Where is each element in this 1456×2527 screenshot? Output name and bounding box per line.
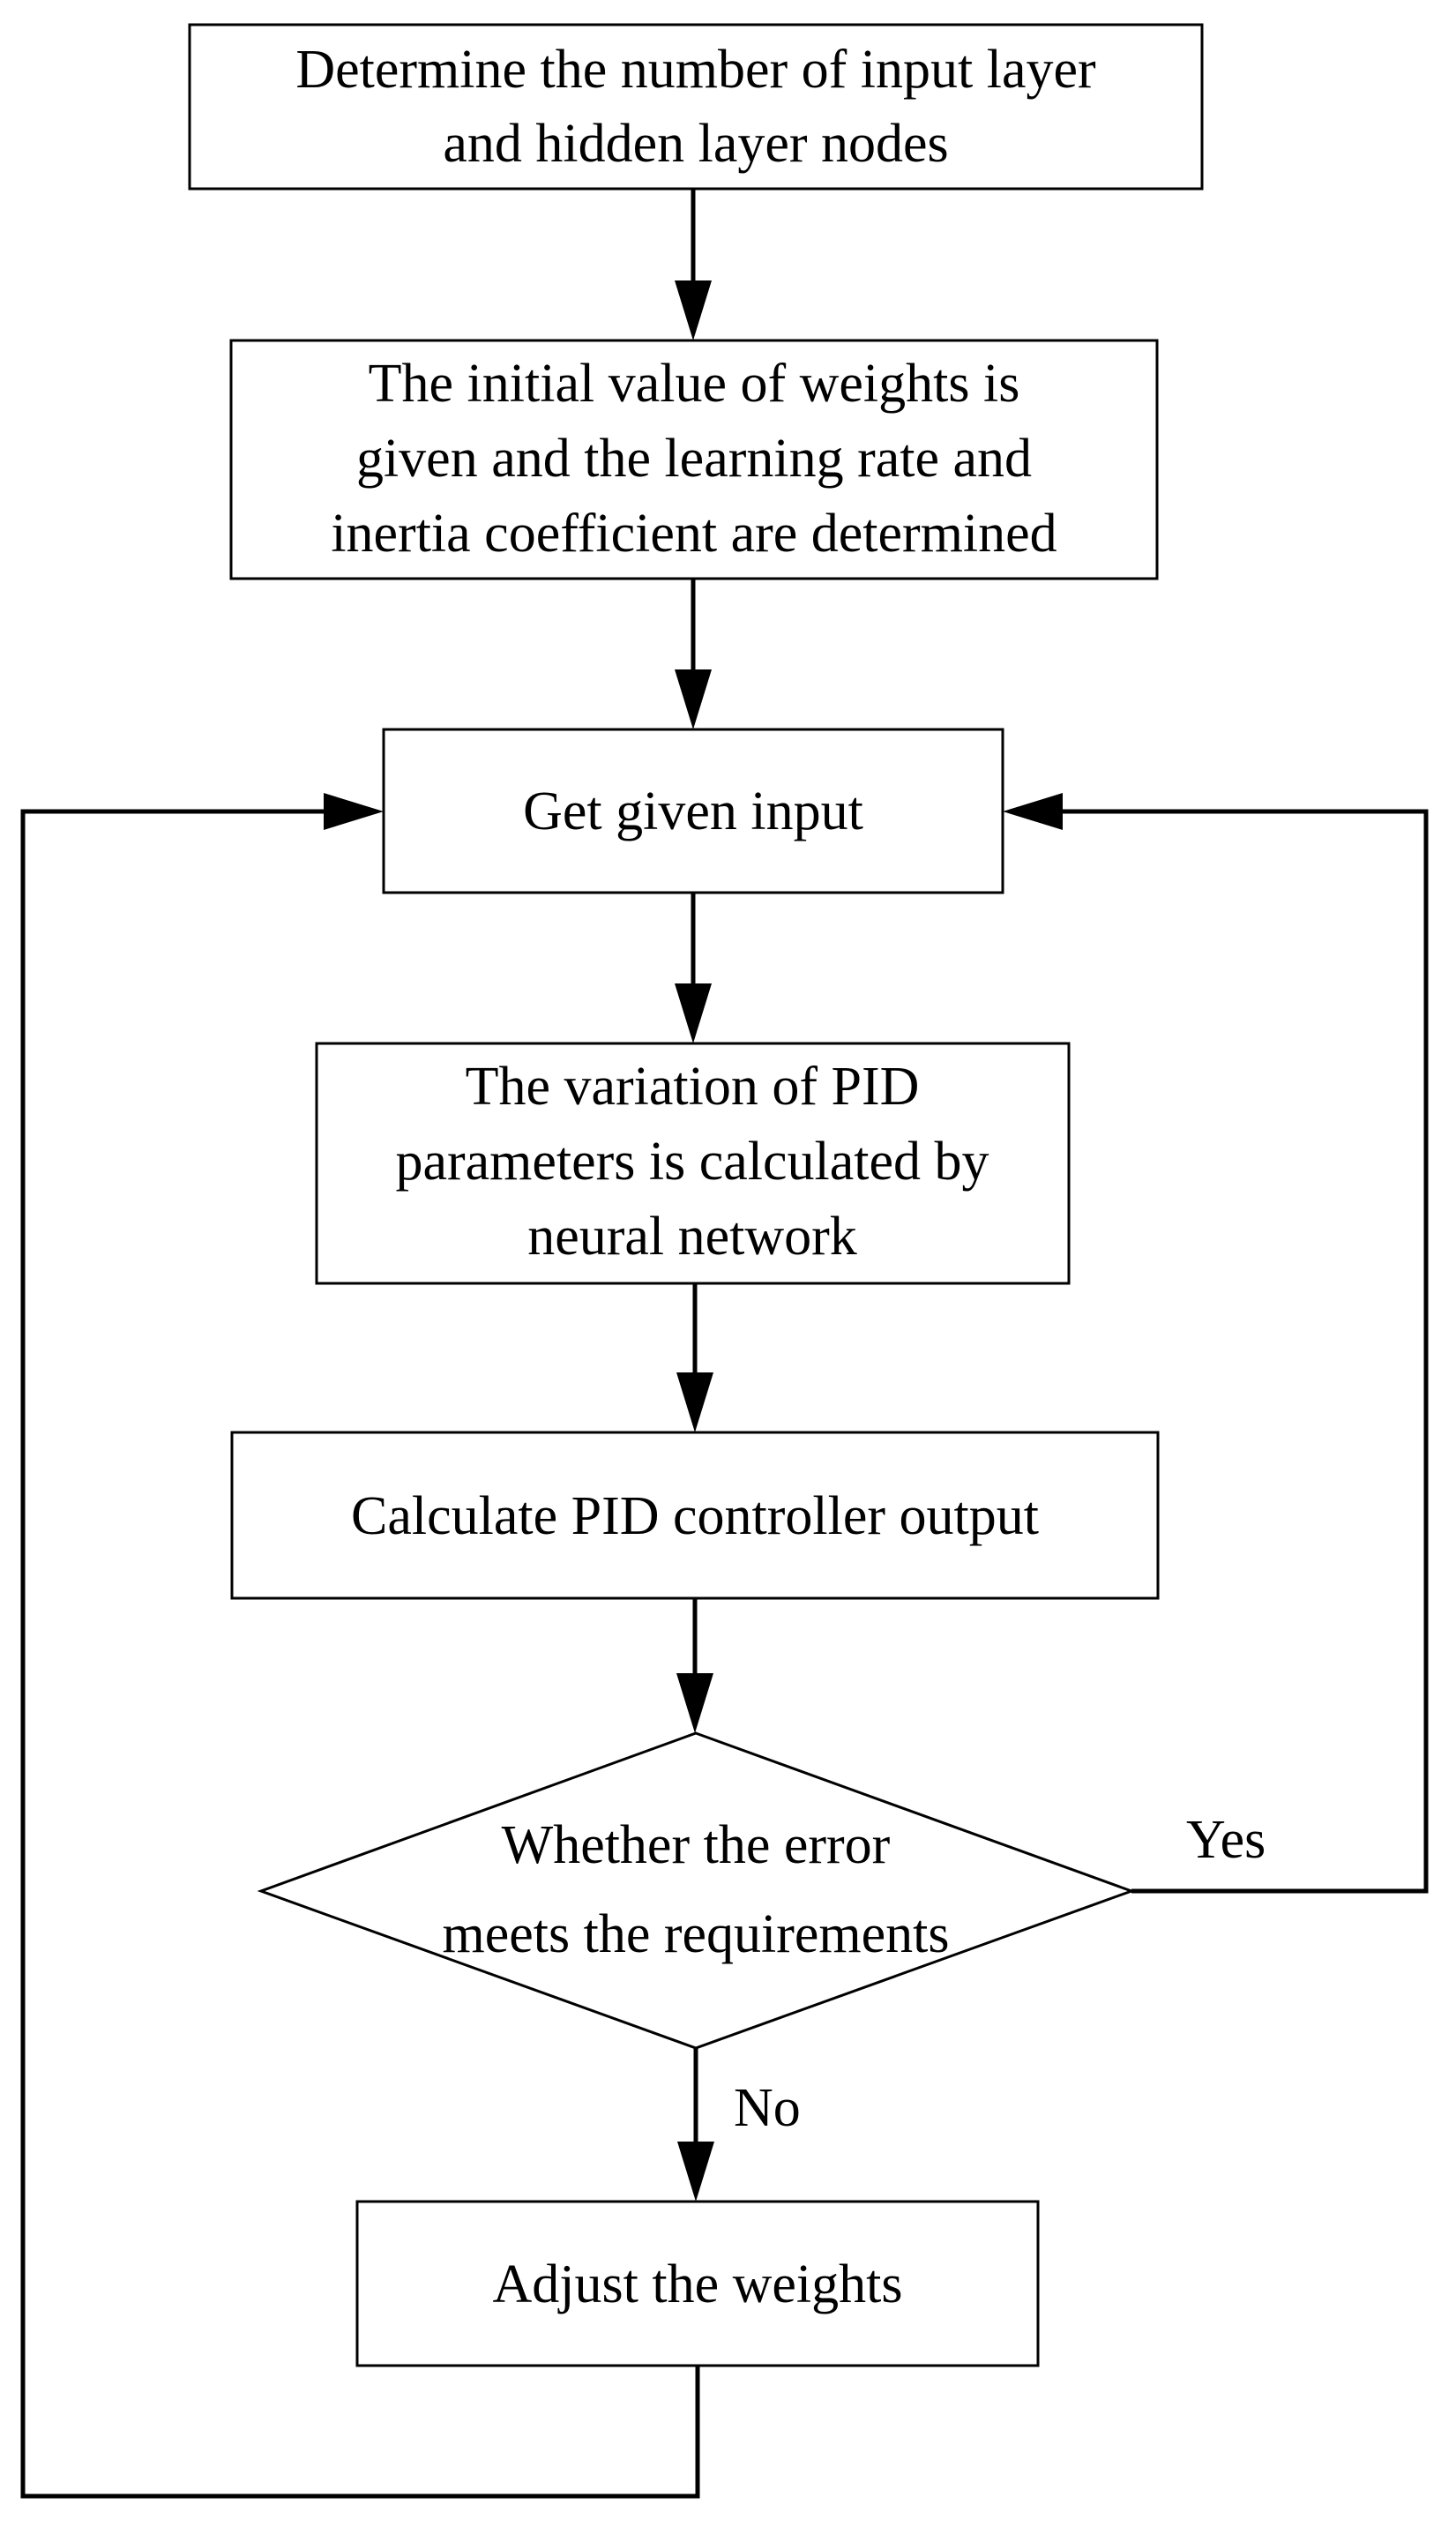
step-calculate-line-1: Calculate PID controller output	[351, 1486, 1039, 1546]
edge-variation-to-calculate-arrowhead	[676, 1372, 713, 1432]
step-calculate-box	[230, 1431, 1160, 1600]
step-determine-line-2: and hidden layer nodes	[443, 114, 948, 174]
edge-decision-yes-label: Yes	[1186, 1810, 1266, 1870]
edge-adjust-to-get-input-arrowhead	[324, 793, 384, 830]
edge-determine-to-init-arrowhead	[675, 280, 712, 340]
step-init-line-3: inertia coefficient are determined	[331, 504, 1057, 564]
step-decision-line-2: meets the requirements	[442, 1904, 949, 1964]
step-determine: Determine the number of input layer and …	[188, 23, 1204, 191]
step-init-line-2: given and the learning rate and	[356, 429, 1032, 489]
edge-decision-yes-arrowhead	[1003, 793, 1063, 830]
step-get-input: Get given input	[382, 728, 1004, 894]
step-variation: The variation of PID parameters is calcu…	[315, 1042, 1071, 1285]
step-init: The initial value of weights is given an…	[229, 339, 1159, 580]
step-variation-line-2: parameters is calculated by	[395, 1132, 989, 1192]
step-get-input-line-1: Get given input	[523, 781, 863, 841]
edge-decision-yes-line	[1060, 809, 1429, 1894]
step-determine-line-1: Determine the number of input layer	[295, 40, 1096, 100]
edge-adjust-to-get-input-line	[20, 809, 700, 2499]
step-adjust-line-1: Adjust the weights	[493, 2254, 903, 2314]
edge-decision-yes: Yes	[1003, 793, 1429, 1894]
step-adjust: Adjust the weights	[355, 2200, 1040, 2367]
step-determine-box	[188, 23, 1204, 191]
step-variation-line-3: neural network	[527, 1207, 857, 1267]
step-decision-diamond	[257, 1731, 1136, 2050]
edge-get-input-to-variation-arrowhead	[675, 983, 712, 1043]
step-adjust-box	[355, 2200, 1040, 2367]
edge-determine-to-init	[675, 189, 712, 340]
step-init-box	[229, 339, 1159, 580]
edge-get-input-to-variation	[675, 893, 712, 1043]
edge-variation-to-calculate	[676, 1283, 713, 1432]
step-variation-box	[315, 1042, 1071, 1285]
edge-decision-no-label: No	[734, 2078, 801, 2138]
step-calculate: Calculate PID controller output	[230, 1431, 1160, 1600]
step-decision-line-1: Whether the error	[502, 1815, 891, 1875]
edge-decision-no-arrowhead	[677, 2142, 714, 2202]
edge-init-to-get-input-arrowhead	[675, 669, 712, 729]
edge-init-to-get-input	[675, 579, 712, 729]
edge-adjust-to-get-input	[20, 793, 700, 2499]
step-init-line-1: The initial value of weights is	[369, 354, 1020, 414]
edge-calculate-to-decision	[676, 1598, 713, 1733]
step-decision: Whether the error meets the requirements	[257, 1731, 1136, 2050]
edge-calculate-to-decision-arrowhead	[676, 1673, 713, 1733]
edge-decision-no: No	[677, 2048, 801, 2202]
step-variation-line-1: The variation of PID	[466, 1057, 920, 1117]
